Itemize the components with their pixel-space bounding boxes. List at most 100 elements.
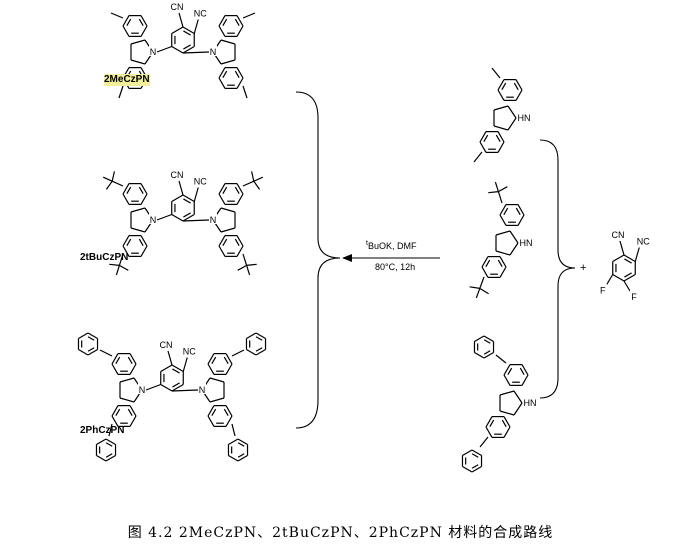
cn-bond [619,240,625,256]
p1-cz-left-benzo-upper [122,25,130,37]
phenyl-bond [108,423,113,437]
p1-cz-left-benzo-upper-double [126,18,132,27]
p3-cn-left-bg [159,338,173,349]
phenyl-bond [495,354,507,364]
reactant-f-left: F [600,286,606,296]
reactant-f-right: F [631,292,637,302]
p1-cz-left-n-atom-bg [149,45,157,56]
p2-cz-right-n-atom: N [210,215,217,225]
r3-phenyl-upper [483,335,494,343]
p3-cz-right-phenyl-upper [246,332,257,340]
p3-cn-right-bg [182,344,197,356]
tetra-core-double [624,258,632,264]
p3-cz-right-pyrrole [209,377,225,383]
p2-cz-left-benzo-upper [140,183,148,195]
p1-core-double [183,44,191,50]
p1-core-double [183,30,191,36]
r3-phenyl-upper [474,351,485,359]
r3-pyrrole [513,402,523,416]
r2-benzo-upper [517,204,525,216]
p3-cz-right-phenyl-lower [237,454,248,462]
r2-pyrrole [509,230,519,244]
r1-benzo-lower-double [495,134,501,143]
reactant-f-right-bg [630,290,638,301]
p3-cz-right-benzo-lower [225,415,233,427]
methyl [242,12,256,19]
p3-cz-right-phenyl-lower-double [237,442,245,447]
p3-cz-left-benzo-upper-double [115,356,121,365]
p2-core [171,213,184,222]
p3-cz-right-phenyl-upper-double [255,347,263,352]
p3-cz-left-benzo-upper [111,353,119,365]
p3-cz-left-benzo-upper [129,353,137,365]
methyl [110,12,124,19]
p1-cz-right-pyrrole [220,59,236,65]
product-brace [295,91,341,429]
p3-cz-left-n-atom-bg [138,383,146,394]
r3-benzo-lower [503,426,511,438]
tbu-methyl [246,265,251,276]
p2-cz-left-benzo-upper [122,193,130,205]
phenyl-bond [99,349,113,357]
p3-cz-left-phenyl-upper [78,348,89,356]
r1-pyrrole [507,105,517,119]
cn-bond [182,357,188,372]
reactant-brace [539,139,576,399]
methyl [473,151,483,163]
tbu-methyl [488,191,499,194]
r3-phenyl-upper [474,335,485,343]
p3-cz-left-phenyl-lower [105,438,116,446]
tbu-methyl [111,171,115,182]
p3-cz-left-benzo-upper-double [127,356,133,365]
p3-cz-right-n-atom: N [199,385,206,395]
p2-cz-right-benzo-lower-double [222,238,228,247]
r1-pyrrole [507,117,517,131]
r3-phenyl-lower-double [471,453,479,458]
p3-cz-right-benzo-lower [225,405,233,417]
tbu-bond [111,180,124,187]
p1-cz-right-benzo-upper-double [234,18,240,27]
p2-cn-left-bg [170,168,184,179]
p2-cz-left-benzo-lower [140,235,148,247]
r3-benzo-lower-double [489,419,495,428]
p1-cz-left-benzo-upper [122,15,130,27]
tetra-core [612,273,625,282]
tbu-methyl [105,180,113,190]
r1-pyrrole [493,105,509,111]
r1-nh-atom: HN [518,113,531,123]
tbu-methyl [115,265,120,276]
r2-pyrrole [509,242,519,256]
p1-cz-right-n-atom-bg [209,45,217,56]
p1-cz-right-benzo-lower [218,67,226,79]
p3-core-double [172,382,180,388]
r1-benzo-upper [515,79,523,91]
p3-cz-left-benzo-lower-double [115,408,121,417]
p3-cz-right-benzo-upper [207,353,215,365]
p3-cz-left-benzo-lower [111,415,119,427]
tbu-methyl [102,176,113,182]
p1-cn-left: CN [171,2,184,12]
p1-cn-right: NC [194,9,207,19]
p2-cz-left-benzo-upper-double [126,186,132,195]
figure-caption: 图 4.2 2MeCzPN、2tBuCzPN、2PhCzPN 材料的合成路线 [127,525,554,541]
cn-bond [634,247,640,262]
methyl [118,85,124,99]
r3-phenyl-upper-double [483,339,491,344]
c-n-bond [182,219,210,222]
cn-bond [178,180,184,196]
r3-benzo-lower [503,416,511,428]
tetra-core-double [624,272,632,278]
r3-pyrrole [499,410,515,416]
r3-nh-atom: HN [524,398,537,408]
cn-bond [193,19,199,34]
cn-bond [178,12,184,28]
reaction-arrow-head [342,254,352,262]
tbu-methyl [475,288,481,299]
r2-nh-atom: HN [520,238,533,248]
c-n-bond [145,383,161,391]
p3-cz-left-benzo-lower [111,405,119,417]
p3-cz-left-phenyl-upper [78,332,89,340]
p3-cz-right-benzo-lower-double [211,408,217,417]
p3-cz-left-phenyl-upper [87,332,98,340]
p3-cz-right-phenyl-lower [237,438,248,446]
